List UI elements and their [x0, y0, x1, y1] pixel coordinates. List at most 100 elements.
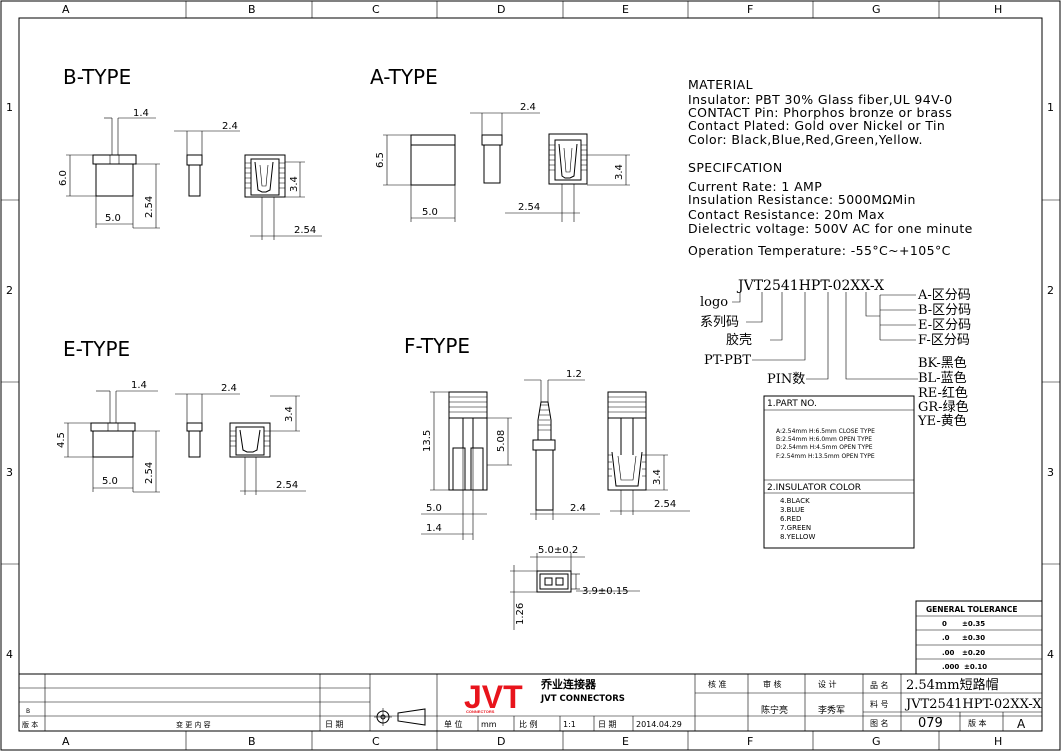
part-no-line: A:2.54mm H:6.5mm CLOSE TYPE — [776, 428, 875, 435]
col-label-top: B — [248, 3, 256, 16]
part-code-diagram: JVT2541HPT-02XX-X logo 系列码 胶壳 PT-PBT PIN… — [700, 278, 971, 429]
code-type-e: E-区分码 — [918, 318, 971, 333]
code-label-housing: 胶壳 — [726, 332, 752, 348]
tolerance-value: ±0.35 — [962, 620, 985, 628]
b-dim-3-4: 3.4 — [289, 176, 300, 192]
e-dim-1-4: 1.4 — [131, 380, 147, 391]
spec-line: Current Rate: 1 AMP — [688, 179, 822, 194]
column-labels: A B C D E F G H A B C D E F G H — [62, 3, 1002, 748]
f-type-title: F-TYPE — [404, 334, 470, 358]
row-label-right: 4 — [1047, 648, 1054, 661]
approve-label: 核 准 — [708, 679, 727, 689]
col-label-bottom: F — [747, 735, 753, 748]
code-color: GR-绿色 — [918, 399, 969, 415]
row-label-left: 4 — [6, 648, 13, 661]
col-label-top: E — [622, 3, 629, 16]
spec-line: Operation Temperature: -55°C~+105°C — [688, 243, 951, 258]
reviewer-name: 陈宁亮 — [761, 704, 788, 716]
code-color: YE-黄色 — [917, 413, 967, 429]
e-type-title: E-TYPE — [63, 337, 130, 361]
b-dim-2-54: 2.54 — [144, 196, 155, 218]
insulator-color-line: 7.GREEN — [780, 524, 811, 532]
f-dim-3-4: 3.4 — [652, 469, 663, 485]
scale-label: 比 例 — [519, 719, 538, 729]
review-label: 审 核 — [763, 679, 782, 689]
material-line: Color: Black,Blue,Red,Green,Yellow. — [688, 132, 923, 147]
f-dim-1-2: 1.2 — [566, 369, 582, 380]
change-label: 变 更 内 容 — [176, 720, 211, 729]
col-label-top: D — [497, 3, 505, 16]
date-value: 2014.04.29 — [636, 720, 682, 729]
tolerance-digits: .00 — [942, 649, 955, 657]
title-block: B 版 本 变 更 内 容 日 期 JVT CONNECTORS 乔业连接器 J… — [18, 673, 1043, 732]
insulator-color-heading: 2.INSULATOR COLOR — [767, 483, 861, 493]
code-color: RE-红色 — [918, 385, 968, 401]
material-no-label: 料 号 — [870, 699, 889, 709]
company-name-cn: 乔业连接器 — [540, 677, 597, 691]
f-dim-2-54: 2.54 — [654, 499, 676, 510]
col-label-top: G — [872, 3, 881, 16]
col-label-bottom: D — [497, 735, 505, 748]
part-code: JVT2541HPT-02XX-X — [736, 278, 884, 294]
a-dim-2-54: 2.54 — [518, 202, 540, 213]
drawing-label: 图 名 — [870, 718, 889, 728]
a-dim-3-4: 3.4 — [614, 164, 625, 180]
spec-heading: SPECIFCATION — [688, 160, 783, 175]
spec-line: Dielectric voltage: 500V AC for one minu… — [688, 221, 973, 236]
row-label-left: 2 — [6, 284, 13, 297]
row-label-right: 2 — [1047, 284, 1054, 297]
product-name-value: 2.54mm短路帽 — [906, 677, 999, 693]
code-type-a: A-区分码 — [917, 288, 971, 303]
version-label: 版 本 — [968, 718, 987, 728]
f-type-view: F-TYPE 13.5 5.08 5.0 1.4 1.2 2.4 — [404, 334, 690, 540]
col-label-bottom: B — [248, 735, 256, 748]
part-no-line: D:2.54mm H:4.5mm OPEN TYPE — [776, 444, 873, 451]
tolerance-value: ±0.10 — [964, 663, 987, 671]
logo-subtitle: CONNECTORS — [466, 709, 495, 714]
insulator-color-line: 6.RED — [780, 515, 801, 523]
col-label-bottom: A — [62, 735, 70, 748]
drawing-value: 079 — [918, 716, 943, 731]
unit-value: mm — [481, 720, 497, 729]
code-type-f: F-区分码 — [918, 333, 970, 348]
col-label-bottom: C — [372, 735, 380, 748]
material-line: CONTACT Pin: Phorphos bronze or brass — [688, 105, 952, 120]
col-label-top: F — [747, 3, 753, 16]
b-type-view: B-TYPE 1.4 6.0 5.0 2.54 2.4 — [58, 65, 322, 240]
insulator-color-line: 3.BLUE — [780, 506, 805, 514]
row-label-left: 1 — [6, 101, 13, 114]
revision-label: 版 本 — [22, 720, 38, 729]
e-dim-3-4: 3.4 — [284, 406, 295, 422]
material-block: MATERIAL Insulator: PBT 30% Glass fiber,… — [688, 77, 973, 258]
f-dim-2-4: 2.4 — [570, 503, 586, 514]
footprint-dim-pitch: 3.9±0.15 — [582, 586, 629, 597]
design-label: 设 计 — [818, 679, 837, 689]
f-dim-13-5: 13.5 — [422, 430, 433, 452]
b-dim-6-0: 6.0 — [58, 170, 69, 186]
footprint-view: 5.0±0.2 3.9±0.15 1.26 — [510, 545, 640, 630]
e-dim-2-54-side: 2.54 — [276, 480, 298, 491]
code-label-pin: PIN数 — [767, 372, 805, 387]
row-label-right: 3 — [1047, 466, 1054, 479]
date-label: 日 期 — [325, 720, 344, 729]
rev-letter: B — [26, 708, 30, 715]
row-label-left: 3 — [6, 466, 13, 479]
tolerance-table: GENERAL TOLERANCE 0 ±0.35 .0 ±0.30 .00 ±… — [915, 600, 1043, 675]
spec-line: Insulation Resistance: 5000MΩMin — [688, 192, 916, 207]
projection-symbol — [374, 708, 426, 726]
code-label-logo: logo — [700, 295, 728, 310]
col-label-top: H — [994, 3, 1002, 16]
b-dim-2-54-side: 2.54 — [294, 225, 316, 236]
material-line: Insulator: PBT 30% Glass fiber,UL 94V-0 — [688, 92, 953, 107]
part-no-line: F:2.54mm H:13.5mm OPEN TYPE — [776, 453, 875, 460]
footprint-dim-height: 1.26 — [515, 603, 526, 625]
f-dim-5-08: 5.08 — [496, 430, 507, 452]
row-labels: 1 2 3 4 1 2 3 4 — [6, 101, 1054, 661]
code-color: BK-黑色 — [918, 355, 967, 371]
tolerance-digits: 0 — [942, 620, 947, 628]
b-dim-1-4: 1.4 — [133, 108, 149, 119]
code-label-pt-pbt: PT-PBT — [704, 353, 751, 368]
part-number-table: 1.PART NO. A:2.54mm H:6.5mm CLOSE TYPE B… — [763, 395, 915, 549]
a-dim-2-4: 2.4 — [520, 102, 536, 113]
